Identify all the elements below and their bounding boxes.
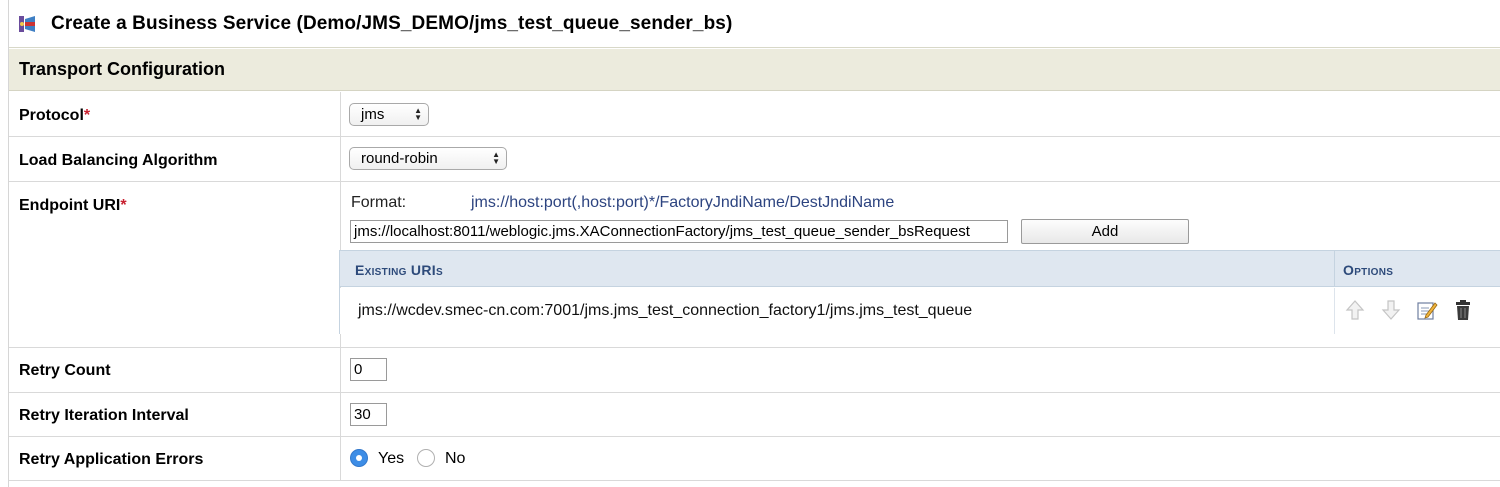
endpoint-uri-input[interactable]: jms://localhost:8011/weblogic.jms.XAConn…: [350, 220, 1008, 243]
title-bar: Create a Business Service (Demo/JMS_DEMO…: [9, 0, 1500, 48]
arrow-down-icon[interactable]: [1379, 298, 1403, 322]
retry-count-input[interactable]: 0: [350, 358, 387, 381]
retry-count-label: Retry Count: [19, 362, 111, 379]
table-row: jms://wcdev.smec-cn.com:7001/jms.jms_tes…: [340, 288, 1500, 334]
transport-config-panel: Create a Business Service (Demo/JMS_DEMO…: [8, 0, 1500, 487]
retry-no-label: No: [445, 450, 466, 467]
existing-uri-value: jms://wcdev.smec-cn.com:7001/jms.jms_tes…: [358, 302, 973, 319]
required-marker: *: [83, 107, 91, 124]
protocol-label: Protocol*: [19, 107, 91, 124]
load-balancing-row: Load Balancing Algorithm round-robin ▲▼: [9, 137, 1500, 182]
retry-interval-input[interactable]: 30: [350, 403, 387, 426]
protocol-select[interactable]: jms ▲▼: [349, 103, 429, 126]
select-arrows-icon: ▲▼: [414, 106, 422, 122]
endpoint-uri-row: Endpoint URI* Format: jms://host:port(,h…: [9, 182, 1500, 348]
load-balancing-select[interactable]: round-robin ▲▼: [349, 147, 507, 170]
section-header: Transport Configuration: [9, 49, 1500, 91]
section-title: Transport Configuration: [19, 59, 225, 79]
edit-icon[interactable]: [1415, 298, 1439, 322]
format-value: jms://host:port(,host:port)*/FactoryJndi…: [471, 194, 895, 211]
retry-interval-row: Retry Iteration Interval 30: [9, 393, 1500, 437]
retry-count-row: Retry Count 0: [9, 348, 1500, 393]
retry-app-errors-label: Retry Application Errors: [19, 451, 204, 468]
format-label: Format:: [351, 194, 407, 211]
trash-icon[interactable]: [1451, 298, 1475, 322]
retry-interval-label: Retry Iteration Interval: [19, 407, 189, 424]
column-header-uris: Existing URIs: [355, 262, 443, 278]
add-uri-button[interactable]: Add: [1021, 219, 1189, 244]
business-service-icon: [19, 15, 35, 32]
load-balancing-label: Load Balancing Algorithm: [19, 152, 218, 169]
existing-uris-table: Existing URIs Options jms://wcdev.smec-c…: [339, 250, 1500, 334]
endpoint-uri-label: Endpoint URI*: [19, 197, 127, 214]
retry-yes-label: Yes: [378, 450, 405, 467]
arrow-up-icon[interactable]: [1343, 298, 1367, 322]
table-header: Existing URIs Options: [340, 251, 1500, 287]
column-header-options: Options: [1343, 262, 1394, 278]
required-marker: *: [120, 197, 127, 214]
retry-yes-radio[interactable]: [350, 449, 368, 467]
retry-app-errors-row: Retry Application Errors Yes No: [9, 437, 1500, 481]
select-arrows-icon: ▲▼: [492, 150, 500, 166]
uri-options: [1343, 298, 1475, 322]
page-title: Create a Business Service (Demo/JMS_DEMO…: [51, 12, 733, 34]
protocol-row: Protocol* jms ▲▼: [9, 92, 1500, 137]
retry-no-radio[interactable]: [417, 449, 435, 467]
